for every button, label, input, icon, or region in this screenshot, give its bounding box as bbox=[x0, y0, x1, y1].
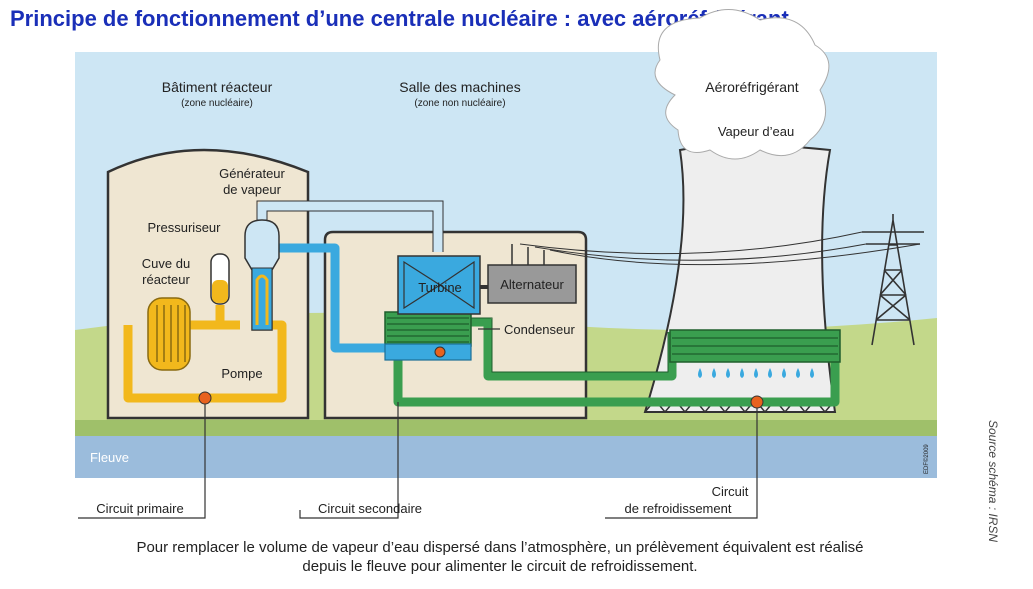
label-pompe: Pompe bbox=[221, 366, 262, 381]
label-condenseur: Condenseur bbox=[504, 322, 575, 337]
label-cuve-2: réacteur bbox=[142, 272, 190, 287]
label-aerorefrigerant: Aéroréfrigérant bbox=[705, 79, 798, 95]
ground-strip bbox=[75, 420, 937, 436]
primary-pump bbox=[198, 391, 212, 405]
label-circuit-secondaire: Circuit secondaire bbox=[318, 501, 422, 516]
label-salle-machines: Salle des machines bbox=[399, 79, 520, 95]
alternator bbox=[487, 264, 577, 304]
water-drops bbox=[698, 368, 814, 378]
secondary-pump bbox=[434, 346, 446, 358]
label-pressuriseur: Pressuriseur bbox=[148, 220, 222, 235]
label-zone-non-nucleaire: (zone non nucléaire) bbox=[414, 98, 505, 109]
label-generateur-2: de vapeur bbox=[223, 182, 281, 197]
steam-cloud bbox=[654, 9, 830, 160]
steam-pipe bbox=[257, 201, 443, 252]
power-lines bbox=[519, 231, 921, 266]
river bbox=[75, 436, 937, 478]
caption-line-1: Pour remplacer le volume de vapeur d’eau… bbox=[136, 539, 864, 556]
label-batiment-reacteur: Bâtiment réacteur bbox=[162, 79, 273, 95]
power-pylon bbox=[862, 214, 924, 346]
page-title: Principe de fonctionnement d’une central… bbox=[10, 6, 789, 31]
alternator-wires bbox=[511, 244, 545, 265]
cooling-pump bbox=[750, 395, 764, 409]
cooling-circuit-outline bbox=[468, 317, 669, 373]
label-zone-nucleaire: (zone nucléaire) bbox=[181, 98, 253, 109]
label-circuit-refroid-1: Circuit bbox=[712, 484, 749, 499]
leader-lines bbox=[78, 328, 758, 519]
caption-line-2: depuis le fleuve pour alimenter le circu… bbox=[302, 558, 698, 575]
label-circuit-refroid-2: de refroidissement bbox=[625, 501, 732, 516]
label-turbine: Turbine bbox=[418, 280, 462, 295]
caption: Pour remplacer le volume de vapeur d’eau… bbox=[40, 538, 960, 576]
secondary-circuit bbox=[262, 243, 385, 353]
reactor-vessel bbox=[147, 297, 191, 371]
condenser bbox=[384, 311, 472, 347]
label-alternateur: Alternateur bbox=[500, 277, 564, 292]
label-generateur-1: Générateur bbox=[219, 166, 285, 181]
label-cuve-1: Cuve du bbox=[142, 256, 190, 271]
primary-circuit bbox=[123, 305, 287, 403]
label-vapeur-eau: Vapeur d’eau bbox=[718, 124, 794, 139]
label-circuit-primaire: Circuit primaire bbox=[96, 501, 183, 516]
label-fleuve: Fleuve bbox=[90, 450, 129, 465]
condenser-tank bbox=[384, 343, 472, 361]
source-credit: Source schéma : IRSN bbox=[986, 420, 1000, 543]
label-copyright: EDF©2009 bbox=[923, 444, 930, 474]
